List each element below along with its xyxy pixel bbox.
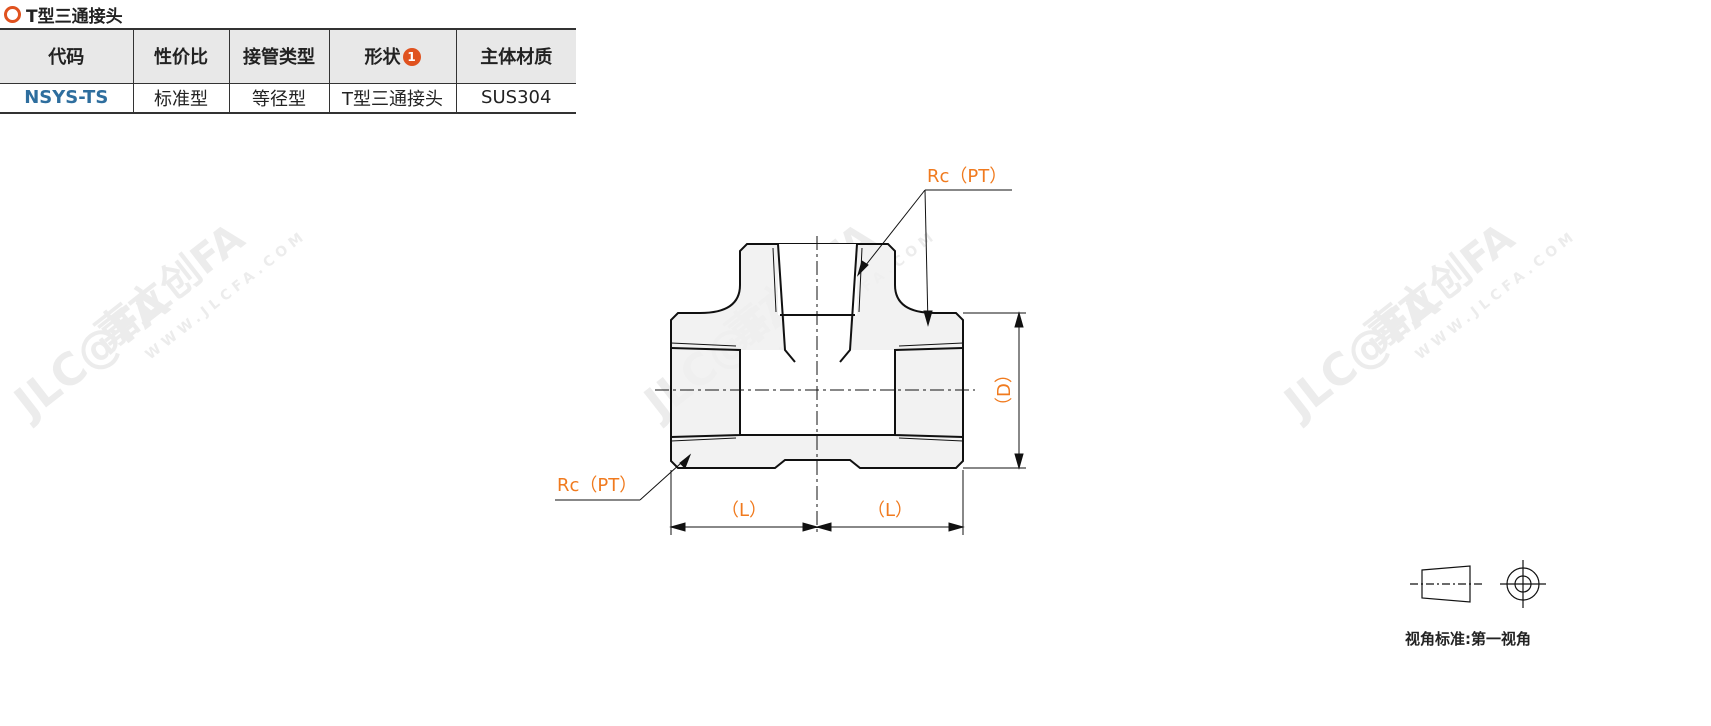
header-pipe-type: 接管类型 <box>228 29 329 83</box>
dim-l-left-label: （L） <box>721 500 767 521</box>
header-code: 代码 <box>48 47 85 69</box>
dim-l-right-label: （L） <box>867 500 913 521</box>
dimension-lines <box>555 189 1026 535</box>
circle-bullet-icon <box>4 5 21 23</box>
table-row: NSYS-TS 标准型 等径型 T型三通接头 SUS304 <box>0 83 576 113</box>
center-lines <box>655 236 975 535</box>
dim-d-label: （D） <box>994 365 1015 415</box>
thread-label-top: Rc（PT） <box>927 166 1007 187</box>
header-material: 主体材质 <box>455 29 576 83</box>
header-cost: 性价比 <box>132 29 229 83</box>
section-title: T型三通接头 <box>4 3 123 27</box>
header-shape-text: 形状 <box>364 47 401 69</box>
thread-label-bottom: Rc（PT） <box>557 475 637 496</box>
cell-shape: T型三通接头 <box>328 83 456 113</box>
shape-badge[interactable]: 1 <box>402 48 421 67</box>
cell-code[interactable]: NSYS-TS <box>24 87 109 109</box>
cell-cost: 标准型 <box>132 83 229 113</box>
first-angle-projection-icon <box>1410 560 1546 608</box>
section-title-text: T型三通接头 <box>26 6 123 27</box>
cell-material: SUS304 <box>455 83 576 113</box>
cell-pipe-type: 等径型 <box>228 83 329 113</box>
view-standard-label: 视角标准:第一视角 <box>1405 630 1531 648</box>
